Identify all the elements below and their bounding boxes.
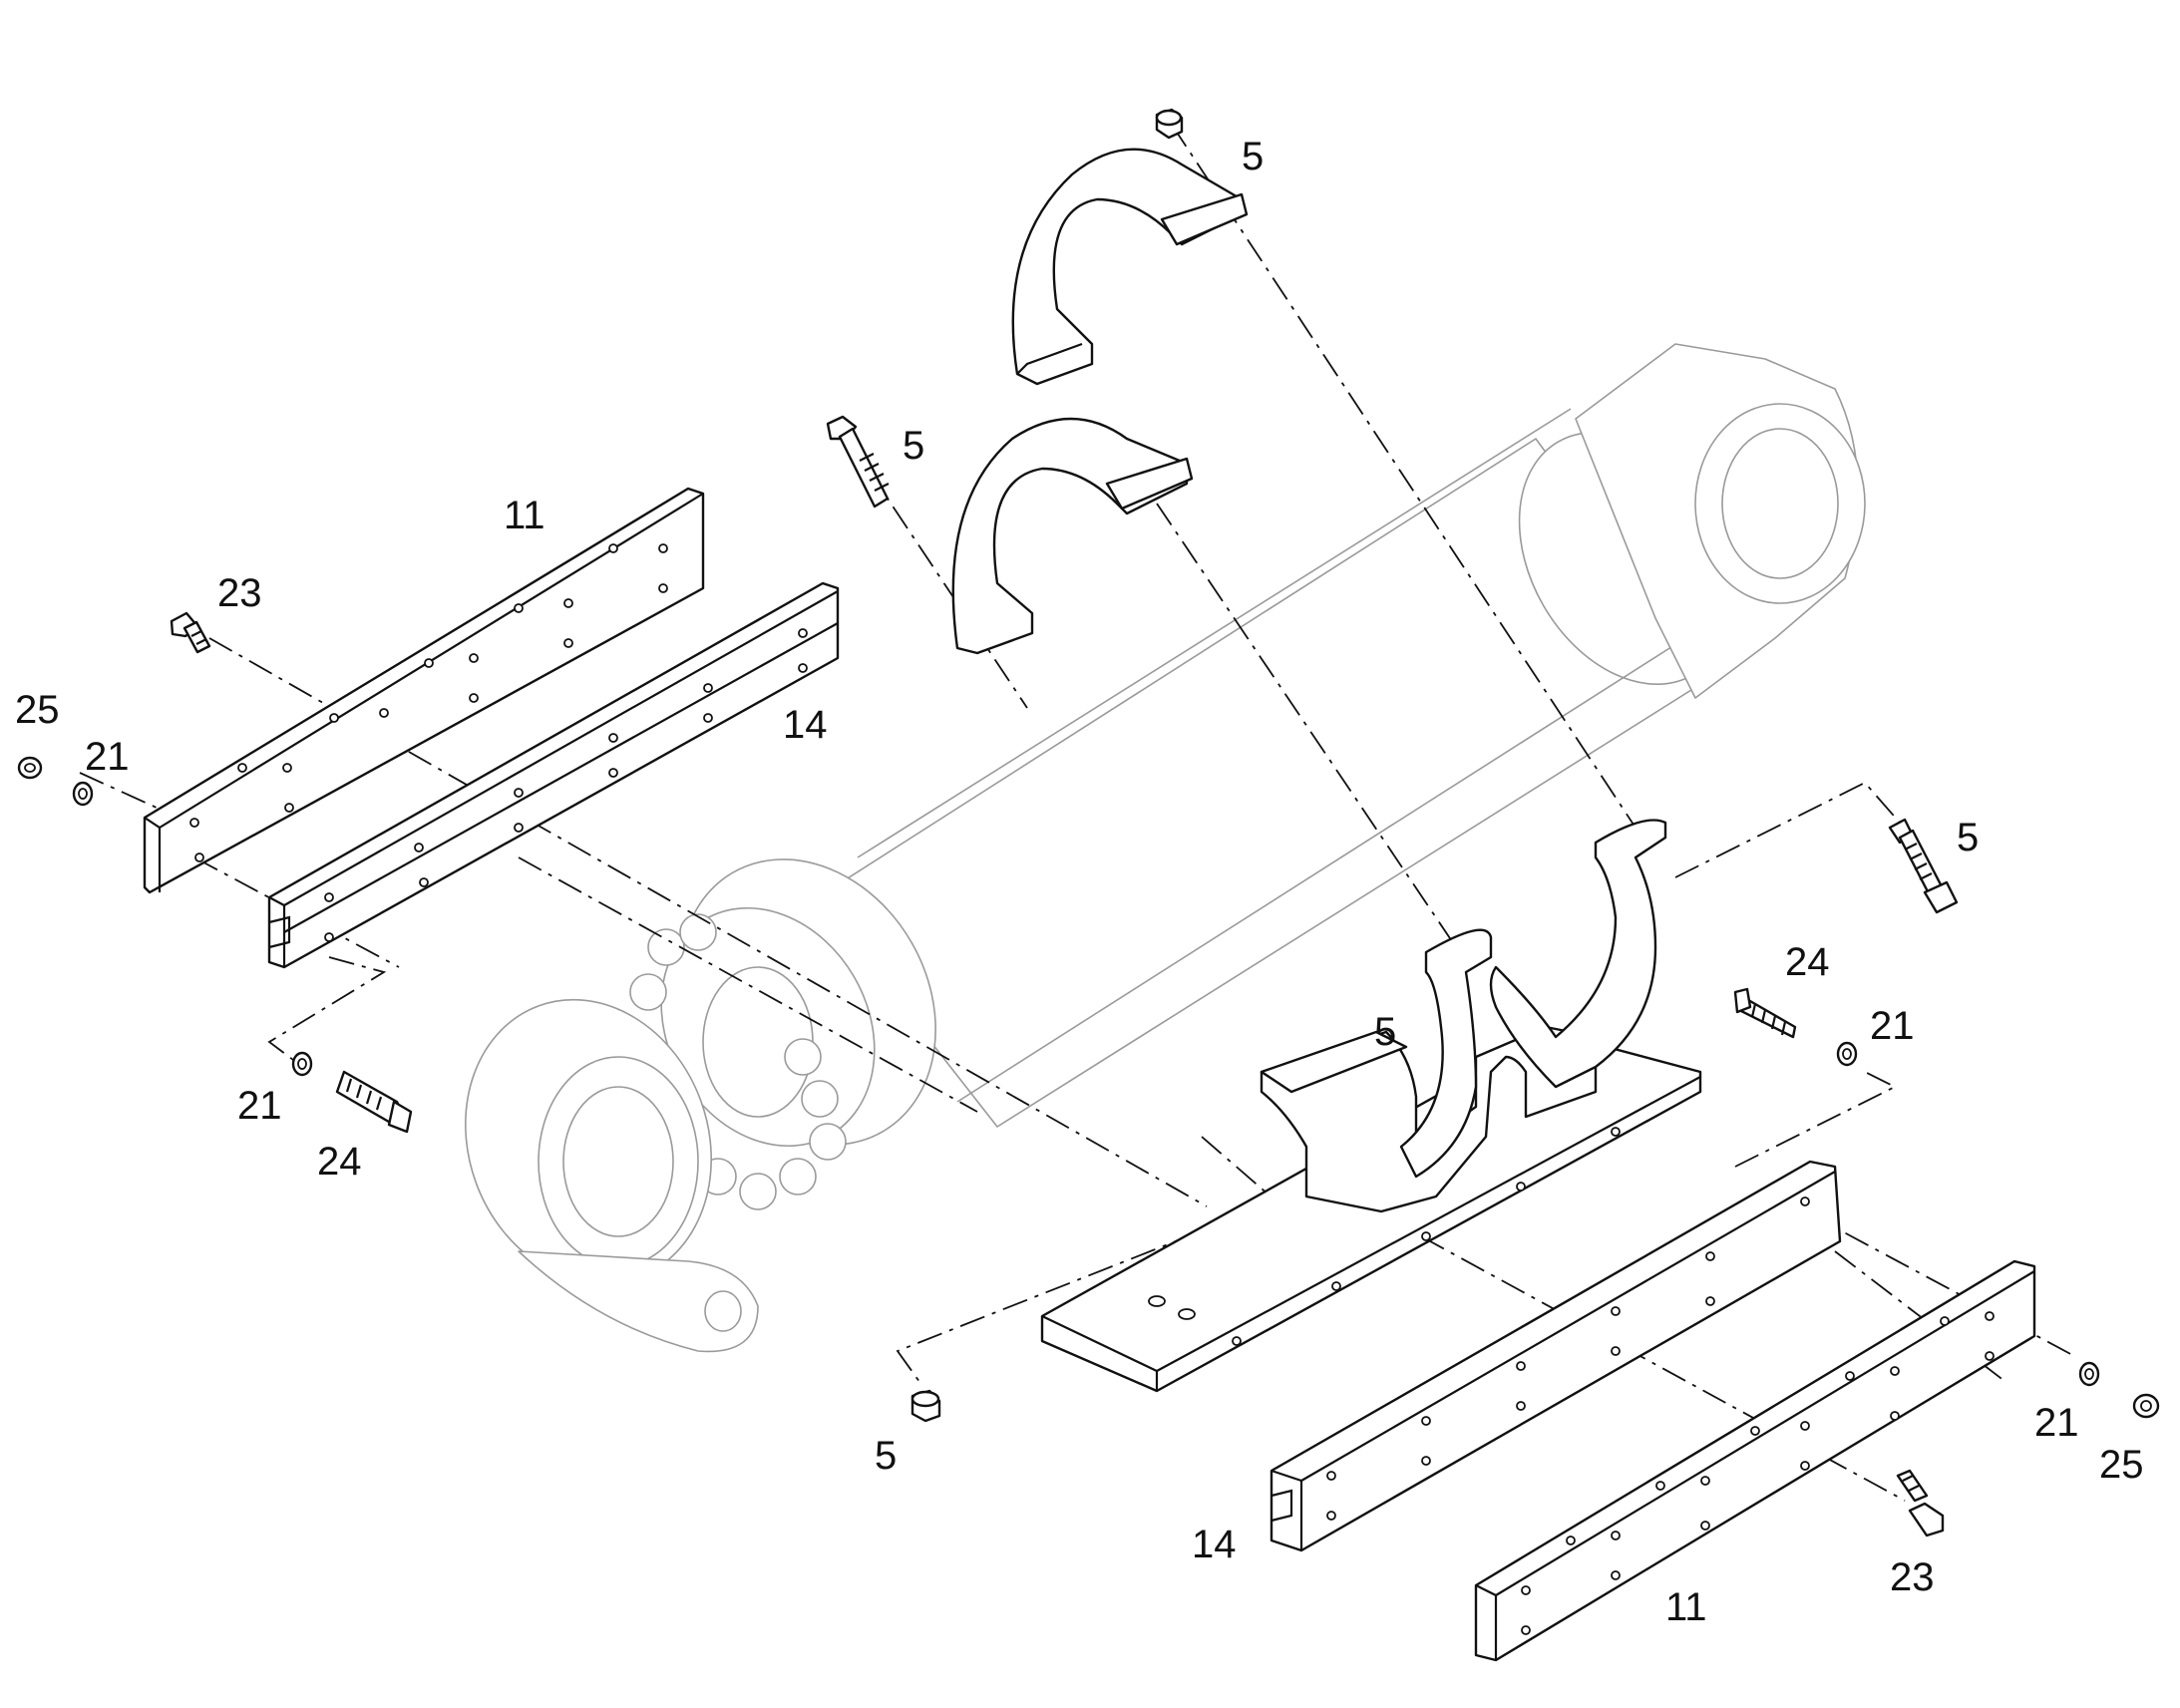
callout-21-right-bottom: 21 xyxy=(2034,1401,2079,1445)
bolt-5-right xyxy=(1888,818,1959,914)
callout-11-left: 11 xyxy=(504,494,545,537)
washer-21-left-bottom xyxy=(291,1051,313,1077)
callout-5-lower-clamp: 5 xyxy=(1374,1010,1396,1054)
strip-14-left xyxy=(267,581,840,969)
strip-11-left xyxy=(143,487,705,894)
strip-11-right xyxy=(1474,1259,2036,1662)
callout-24-right: 24 xyxy=(1785,940,1830,984)
bolt-5-upper xyxy=(826,415,890,509)
callout-21-left-bottom: 21 xyxy=(237,1084,282,1128)
hydraulic-cylinder xyxy=(465,343,1866,1353)
lower-saddle xyxy=(1260,819,1667,1213)
bolt-23-right xyxy=(1896,1469,1945,1537)
upper-clamp-middle xyxy=(951,417,1194,655)
nut-25-left xyxy=(17,756,43,780)
callout-25-left: 25 xyxy=(15,688,60,732)
callout-24-left: 24 xyxy=(317,1140,362,1184)
washer-21-left-top xyxy=(72,781,94,807)
bolt-23-left xyxy=(170,611,211,654)
callout-14-right: 14 xyxy=(1192,1523,1237,1566)
nut-25-right xyxy=(2132,1393,2160,1419)
callout-5-bottom-nut: 5 xyxy=(875,1434,897,1478)
callout-5-right-bolt: 5 xyxy=(1957,816,1979,859)
washer-21-right-bottom xyxy=(2078,1361,2100,1387)
nut-5-top xyxy=(1155,108,1184,140)
callout-23-right: 23 xyxy=(1890,1555,1935,1599)
bolt-24-left xyxy=(335,1070,413,1134)
callout-21-right-top: 21 xyxy=(1870,1004,1915,1048)
callout-5-top-nut: 5 xyxy=(1242,135,1264,178)
callout-25-right: 25 xyxy=(2099,1443,2144,1487)
callout-labels: 5 5 5 5 5 11 11 14 14 21 21 21 21 23 23 … xyxy=(15,135,2144,1629)
washer-21-right-top xyxy=(1836,1041,1858,1067)
bolt-24-right xyxy=(1733,987,1797,1039)
callout-14-left: 14 xyxy=(783,703,828,747)
nut-5-bottom xyxy=(910,1389,941,1423)
base-plate xyxy=(1040,1030,1702,1393)
callout-5-upper-clamp-bolt: 5 xyxy=(903,424,924,468)
strip-14-right xyxy=(1270,1160,1842,1552)
callout-23-left: 23 xyxy=(217,571,262,615)
callout-11-right: 11 xyxy=(1665,1585,1707,1629)
upper-clamp-top xyxy=(1011,148,1249,386)
callout-21-left-top: 21 xyxy=(85,735,130,779)
